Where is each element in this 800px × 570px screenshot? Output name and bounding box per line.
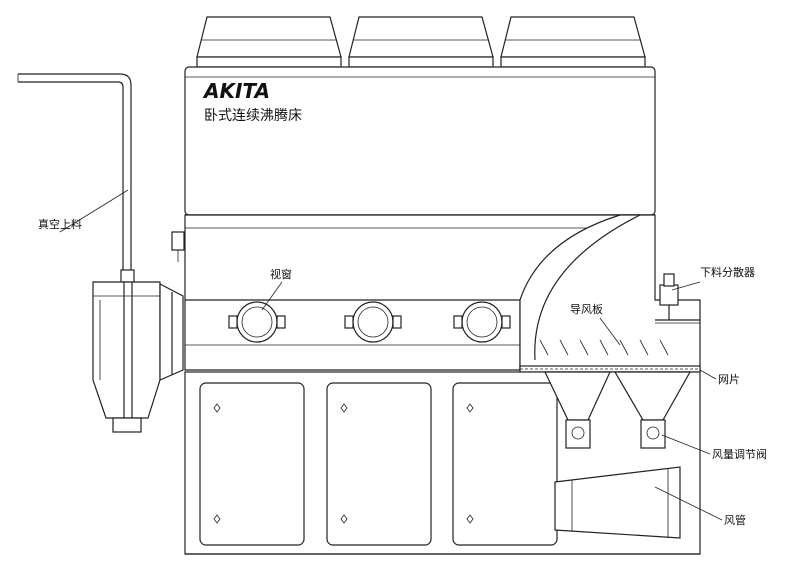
sight-window-3 [453, 301, 511, 343]
upper-chamber [184, 66, 656, 216]
mesh-plate [519, 365, 701, 373]
label-sight-glass: 视窗 [270, 267, 292, 281]
label-feed-disperser: 下料分散器 [700, 265, 755, 279]
brand-logo: AKITA [202, 79, 270, 103]
label-mesh: 网片 [718, 373, 740, 386]
sight-window-2 [344, 301, 402, 343]
vacuum-feed [17, 73, 184, 433]
air-guide-plates [539, 339, 669, 356]
label-air-damper: 风量调节阀 [712, 447, 767, 461]
label-air-duct: 风管 [724, 513, 746, 527]
door-2 [326, 382, 432, 546]
label-air-guide-plate: 导风板 [570, 302, 603, 316]
air-funnel-1 [544, 371, 611, 449]
door-1 [199, 382, 305, 546]
label-vacuum-feed: 真空上料 [38, 217, 82, 231]
machine-title: 卧式连续沸腾床 [204, 107, 302, 124]
air-duct [554, 466, 681, 539]
air-funnel-2 [613, 371, 692, 449]
right-section [519, 214, 701, 371]
roof-hood-1 [196, 16, 342, 68]
door-3 [452, 382, 558, 546]
roof-hood-2 [348, 16, 494, 68]
sight-window-1 [228, 301, 286, 343]
control-box [171, 231, 185, 262]
roof-hood-3 [500, 16, 646, 68]
